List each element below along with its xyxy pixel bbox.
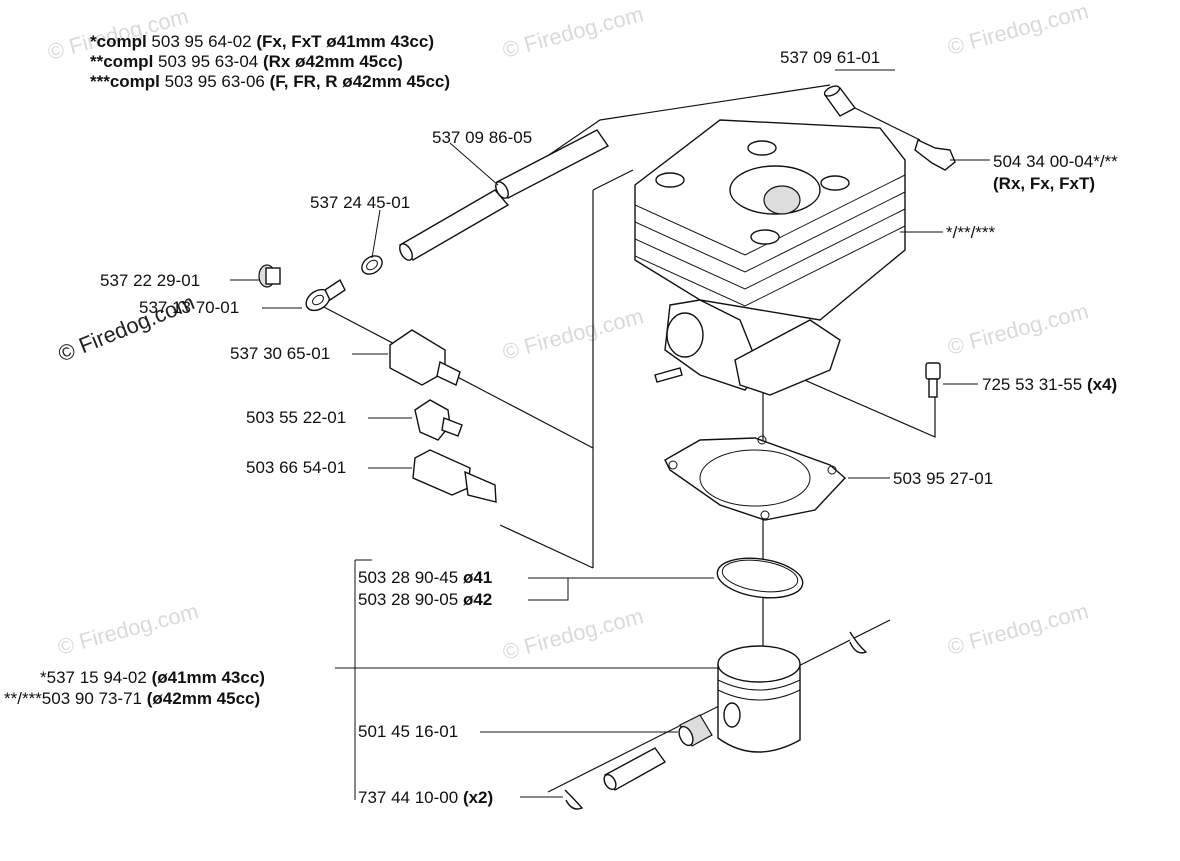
part-label: 725 53 31-55 (x4) bbox=[982, 375, 1117, 394]
leader bbox=[528, 577, 714, 601]
watermark-text: © Firedog.com bbox=[945, 598, 1091, 660]
part-label: 504 34 00-04*/** bbox=[993, 152, 1118, 171]
watermark-text: © Firedog.com bbox=[500, 1, 646, 63]
leader bbox=[371, 209, 381, 259]
part-label: **/***503 90 73-71 (ø42mm 45cc) bbox=[4, 689, 260, 708]
part-label: 503 55 22-01 bbox=[246, 408, 346, 427]
part-label: 537 13 70-01 bbox=[139, 298, 239, 317]
part-label: (Rx, Fx, FxT) bbox=[993, 174, 1095, 193]
watermark-text: © Firedog.com bbox=[945, 298, 1091, 360]
part-label: 503 28 90-05 ø42 bbox=[358, 590, 492, 609]
elbow-part bbox=[914, 139, 956, 171]
circlip-part bbox=[564, 631, 868, 810]
part-label: *537 15 94-02 (ø41mm 43cc) bbox=[40, 668, 265, 687]
piston-ring-part bbox=[716, 557, 804, 599]
leader bbox=[449, 142, 499, 186]
gasket-part bbox=[664, 435, 847, 521]
bracket bbox=[354, 559, 372, 800]
washer-part bbox=[305, 278, 346, 312]
plug-part bbox=[258, 264, 281, 288]
part-label: 537 09 86-05 bbox=[432, 128, 532, 147]
screw-part bbox=[925, 362, 941, 398]
valve-part bbox=[412, 449, 497, 503]
part-label: 537 24 45-01 bbox=[310, 193, 410, 212]
hose-part bbox=[398, 129, 610, 261]
watermark-text: © Firedog.com bbox=[945, 0, 1091, 60]
needle-bearing-part bbox=[678, 714, 713, 747]
watermark-text: © Firedog.com bbox=[55, 598, 201, 660]
part-label: 737 44 10-00 (x2) bbox=[358, 788, 493, 807]
watermarks: © Firedog.com © Firedog.com © Firedog.co… bbox=[45, 0, 1091, 665]
part-label: 503 28 90-45 ø41 bbox=[358, 568, 492, 587]
nut-part bbox=[414, 399, 463, 441]
cylinder-part bbox=[634, 119, 906, 396]
watermark-text: © Firedog.com bbox=[500, 603, 646, 665]
header-line-1: *compl 503 95 64-02 (Fx, FxT ø41mm 43cc) bbox=[90, 32, 434, 51]
part-label: 503 66 54-01 bbox=[246, 458, 346, 477]
part-label: */**/*** bbox=[946, 223, 996, 242]
header-line-2: **compl 503 95 63-04 (Rx ø42mm 45cc) bbox=[90, 52, 403, 71]
watermark-text: © Firedog.com bbox=[500, 303, 646, 365]
header-line-3: ***compl 503 95 63-06 (F, FR, R ø42mm 45… bbox=[90, 72, 450, 91]
piston-pin-part bbox=[603, 747, 667, 791]
hose-connector-part bbox=[823, 85, 857, 117]
adapter-part bbox=[389, 329, 461, 386]
part-label: 537 30 65-01 bbox=[230, 344, 330, 363]
part-label: 537 22 29-01 bbox=[100, 271, 200, 290]
piston-part bbox=[717, 645, 801, 753]
header-legend: *compl 503 95 64-02 (Fx, FxT ø41mm 43cc)… bbox=[90, 32, 450, 91]
part-label: 503 95 27-01 bbox=[893, 469, 993, 488]
part-label: 537 09 61-01 bbox=[780, 48, 880, 67]
part-label: 501 45 16-01 bbox=[358, 722, 458, 741]
clip-part bbox=[361, 255, 383, 275]
